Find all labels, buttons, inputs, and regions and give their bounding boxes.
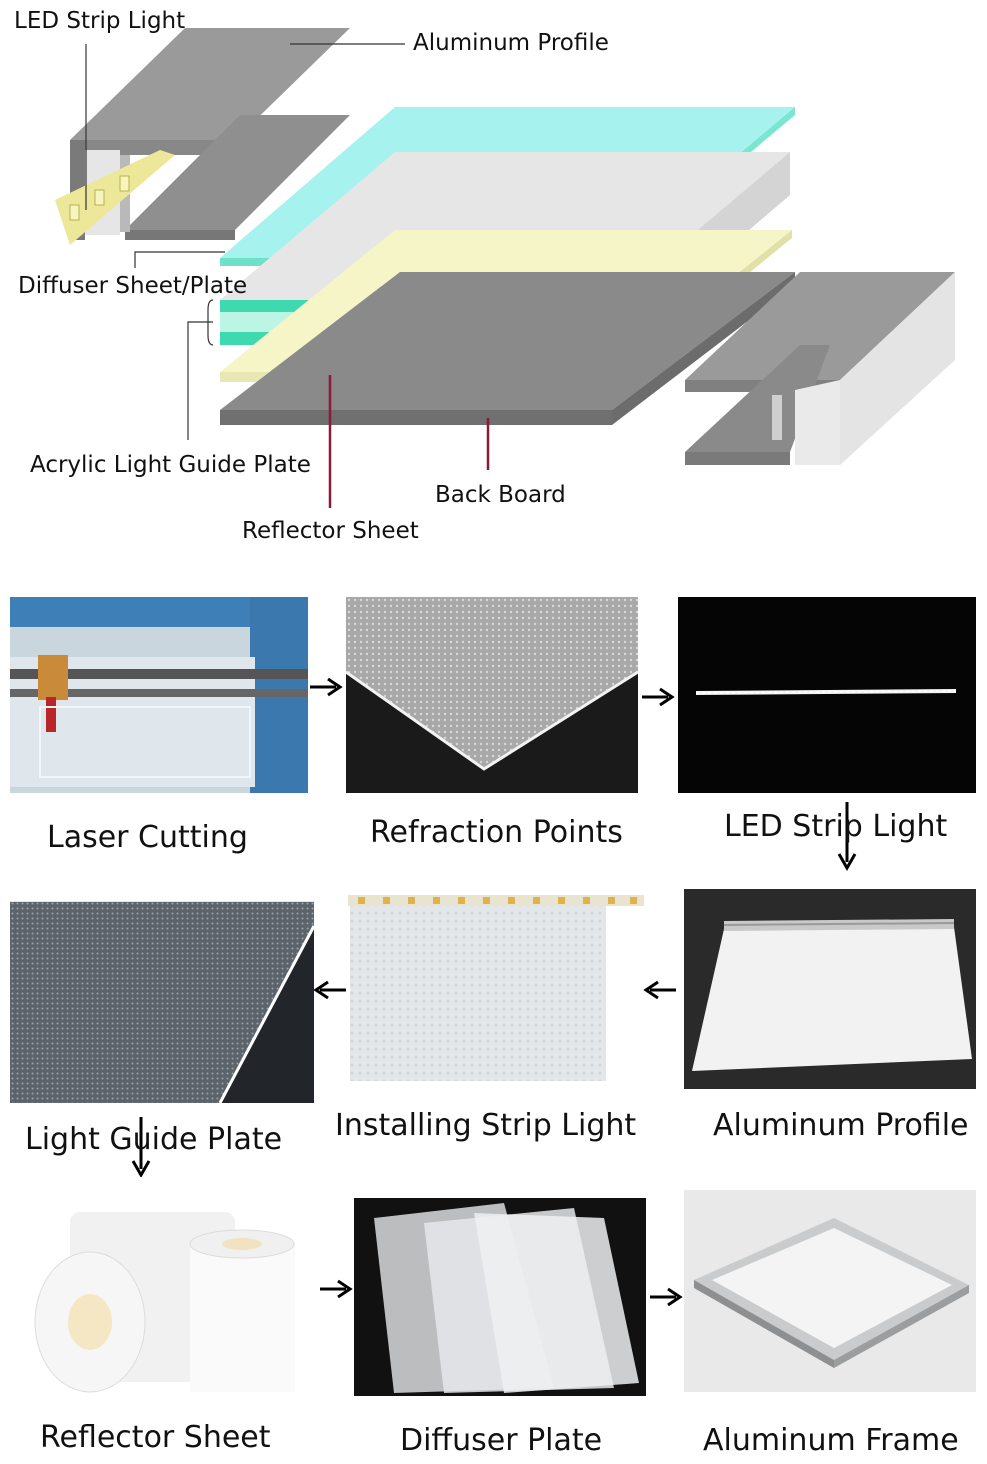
photo-diffuser-plate bbox=[354, 1198, 646, 1396]
photo-installing-strip-light bbox=[348, 893, 644, 1083]
caption-light-guide-plate: Light Guide Plate bbox=[25, 1122, 283, 1157]
arrow-left-icon bbox=[643, 980, 676, 1000]
exploded-view-drawing bbox=[55, 28, 955, 508]
right-aluminum-profile bbox=[685, 272, 955, 465]
photo-laser-cutting bbox=[10, 597, 308, 793]
arrow-down-icon bbox=[131, 1117, 151, 1177]
exploded-view-diagram: LED Strip Light Aluminum Profile Diffuse… bbox=[0, 0, 987, 560]
photo-aluminum-profile bbox=[684, 889, 976, 1089]
photo-refraction-points bbox=[346, 597, 638, 793]
arrow-right-icon bbox=[310, 677, 343, 697]
caption-aluminum-frame: Aluminum Frame bbox=[703, 1423, 959, 1458]
arrow-down-icon bbox=[837, 802, 857, 872]
caption-reflector-sheet: Reflector Sheet bbox=[40, 1420, 271, 1455]
label-led-strip-light: LED Strip Light bbox=[14, 8, 186, 34]
caption-led-strip-light: LED Strip Light bbox=[724, 809, 948, 844]
label-back-board: Back Board bbox=[435, 482, 566, 508]
left-aluminum-profile bbox=[70, 28, 350, 240]
photo-reflector-sheet bbox=[10, 1202, 298, 1398]
photo-led-strip-light bbox=[678, 597, 976, 793]
led-strip-drawing bbox=[55, 150, 175, 245]
arrow-right-icon bbox=[650, 1287, 683, 1307]
photo-light-guide-plate bbox=[10, 901, 314, 1103]
caption-refraction-points: Refraction Points bbox=[370, 815, 623, 850]
arrow-right-icon bbox=[320, 1279, 353, 1299]
label-diffuser-sheet-plate: Diffuser Sheet/Plate bbox=[18, 273, 248, 299]
photo-aluminum-frame bbox=[684, 1190, 976, 1392]
label-aluminum-profile: Aluminum Profile bbox=[413, 30, 609, 56]
arrow-right-icon bbox=[642, 687, 675, 707]
leader-lines bbox=[85, 43, 490, 508]
label-acrylic-light-guide-plate: Acrylic Light Guide Plate bbox=[30, 452, 311, 478]
arrow-left-icon bbox=[313, 980, 346, 1000]
caption-laser-cutting: Laser Cutting bbox=[47, 820, 248, 855]
caption-diffuser-plate: Diffuser Plate bbox=[400, 1423, 603, 1458]
back-board-drawing bbox=[220, 272, 795, 425]
caption-installing-strip-light: Installing Strip Light bbox=[335, 1108, 637, 1143]
caption-aluminum-profile: Aluminum Profile bbox=[713, 1108, 969, 1143]
label-reflector-sheet: Reflector Sheet bbox=[242, 518, 419, 544]
